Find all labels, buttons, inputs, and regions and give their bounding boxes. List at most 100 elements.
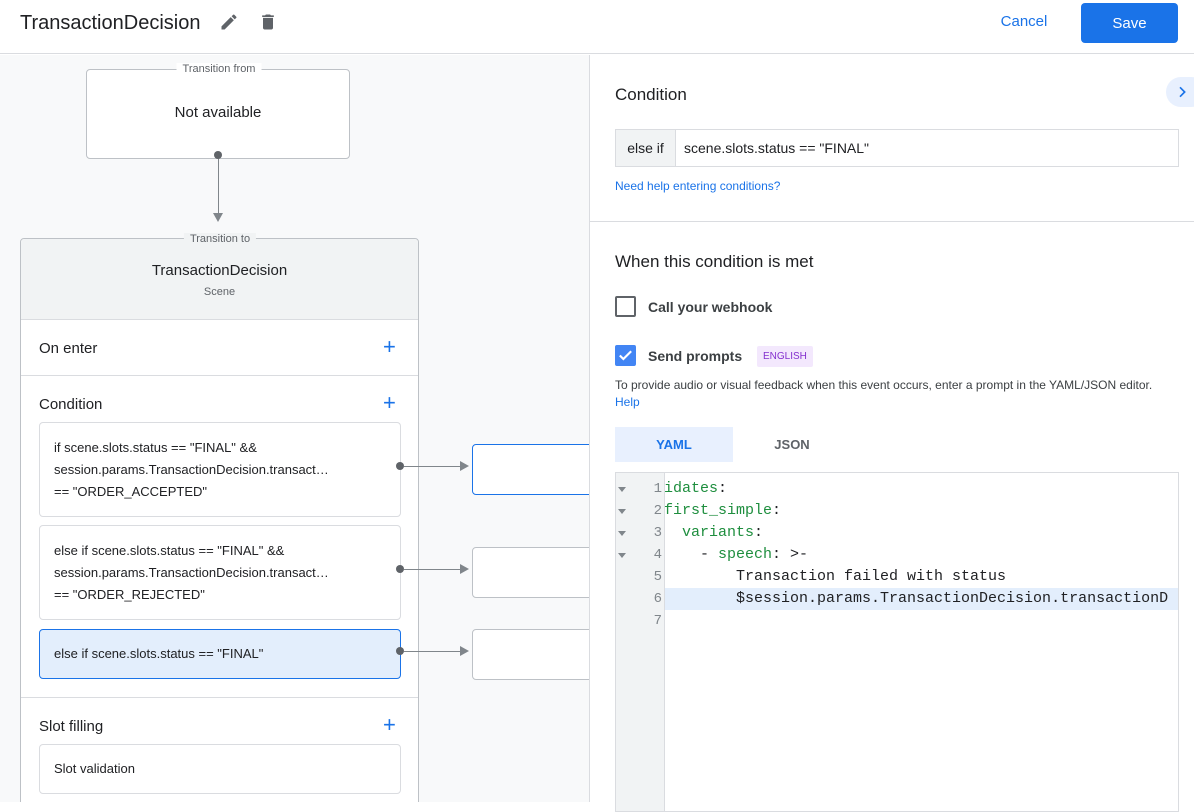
slot-validation-item[interactable]: Slot validation (39, 744, 401, 794)
condition-panel: Condition else if scene.slots.status == … (589, 55, 1194, 812)
transition-from-box: Transition from Not available (86, 63, 350, 159)
line-number: 1 (653, 481, 662, 497)
condition-prefix: else if (616, 130, 676, 166)
line-number: 3 (653, 525, 662, 541)
send-prompts-checkbox[interactable] (615, 345, 636, 366)
fold-arrow-icon[interactable] (618, 487, 626, 492)
tab-json[interactable]: JSON (774, 437, 810, 452)
arrow-right-icon (460, 646, 469, 656)
arrow-right-icon (460, 461, 469, 471)
transition-from-value: Not available (174, 104, 262, 121)
condition-item-selected[interactable]: else if scene.slots.status == "FINAL" (39, 629, 401, 679)
fold-arrow-icon[interactable] (618, 509, 626, 514)
tab-yaml[interactable]: YAML (615, 427, 733, 462)
transition-target[interactable] (472, 547, 589, 598)
help-link[interactable]: Help (615, 395, 640, 409)
code-text: $session.params.TransactionDecision.tran… (664, 590, 1169, 607)
line-number: 2 (653, 503, 662, 519)
scene-name[interactable]: TransactionDecision (151, 262, 288, 279)
hint-text: To provide audio or visual feedback when… (615, 378, 1153, 392)
connector-dot (396, 647, 404, 655)
connector-dot (396, 565, 404, 573)
condition-met-title: When this condition is met (615, 252, 814, 271)
fold-arrow-icon[interactable] (618, 553, 626, 558)
transition-target[interactable] (472, 629, 589, 680)
add-slot-icon[interactable]: + (383, 712, 396, 737)
scene-type: Scene (203, 286, 236, 298)
yaml-punct: : (754, 524, 764, 541)
condition-item[interactable]: else if scene.slots.status == "FINAL" &&… (39, 525, 401, 620)
yaml-key: first_simple (664, 502, 773, 519)
edit-icon[interactable] (219, 12, 239, 32)
line-number: 5 (653, 569, 662, 585)
cancel-button[interactable]: Cancel (990, 8, 1058, 36)
page-title: TransactionDecision (20, 12, 201, 34)
code-text: variants: (664, 522, 763, 544)
top-bar: TransactionDecision Cancel Save (0, 0, 1194, 54)
chevron-right-icon (1179, 86, 1186, 98)
check-icon (619, 350, 632, 361)
line-number: 7 (653, 613, 662, 629)
yaml-punct: : (772, 502, 782, 519)
code-text: idates: (664, 478, 727, 500)
editor-gutter (616, 473, 665, 811)
condition-input[interactable]: scene.slots.status == "FINAL" (684, 140, 870, 156)
condition-text: == "ORDER_ACCEPTED" (54, 484, 207, 499)
divider (590, 221, 1194, 222)
line-number: 4 (653, 547, 662, 563)
delete-icon[interactable] (258, 11, 278, 33)
arrow-down-icon (213, 213, 223, 222)
yaml-punct: : (718, 480, 728, 497)
transition-from-legend: Transition from (176, 63, 262, 75)
yaml-key: idates (664, 480, 719, 497)
arrow-right-icon (460, 564, 469, 574)
condition-text: session.params.TransactionDecision.trans… (54, 462, 329, 477)
connector-line (404, 466, 462, 467)
code-line: 5 Transaction failed with status (616, 566, 1178, 588)
condition-label: Condition (39, 396, 103, 413)
webhook-label: Call your webhook (648, 299, 773, 315)
on-enter-label: On enter (39, 340, 98, 357)
condition-input-group: else if scene.slots.status == "FINAL" (615, 129, 1179, 167)
prompt-hint: To provide audio or visual feedback when… (615, 377, 1175, 411)
condition-text: if scene.slots.status == "FINAL" && (54, 440, 257, 455)
transition-to-legend: Transition to (183, 233, 257, 245)
connector-line (218, 159, 219, 215)
connector-line (404, 569, 462, 570)
code-line: 6 $session.params.TransactionDecision.tr… (616, 588, 1178, 610)
yaml-key: speech (718, 546, 773, 563)
flow-canvas: Transition from Not available Transition… (0, 55, 589, 802)
code-text: - speech: >- (664, 544, 808, 566)
condition-text: session.params.TransactionDecision.trans… (54, 565, 329, 580)
slot-validation-label: Slot validation (54, 761, 135, 776)
webhook-checkbox[interactable] (615, 296, 636, 317)
save-button[interactable]: Save (1081, 3, 1178, 43)
code-text: Transaction failed with status (664, 568, 1007, 585)
condition-title: Condition (615, 85, 687, 104)
code-indent (664, 524, 682, 541)
scene-card: Transition to TransactionDecision Scene … (20, 233, 419, 802)
transition-target[interactable] (472, 444, 589, 495)
help-conditions-link[interactable]: Need help entering conditions? (615, 179, 781, 193)
send-prompts-label: Send prompts (648, 348, 743, 364)
code-text: first_simple: (664, 500, 781, 522)
condition-text: else if scene.slots.status == "FINAL" && (54, 543, 285, 558)
collapse-panel-button[interactable] (1166, 77, 1194, 107)
add-on-enter-icon[interactable]: + (383, 334, 396, 359)
code-line: 3 variants: (616, 522, 1178, 544)
code-line: 4 - speech: >- (616, 544, 1178, 566)
connector-dot (396, 462, 404, 470)
code-line: 7 (616, 610, 1178, 632)
add-condition-icon[interactable]: + (383, 390, 396, 415)
slot-filling-label: Slot filling (39, 718, 104, 735)
code-indent: - (664, 546, 719, 563)
fold-arrow-icon[interactable] (618, 531, 626, 536)
connector-line (404, 651, 462, 652)
condition-text: else if scene.slots.status == "FINAL" (54, 646, 264, 661)
line-number: 6 (653, 591, 662, 607)
yaml-key: variants (682, 524, 755, 541)
condition-item[interactable]: if scene.slots.status == "FINAL" && sess… (39, 422, 401, 517)
